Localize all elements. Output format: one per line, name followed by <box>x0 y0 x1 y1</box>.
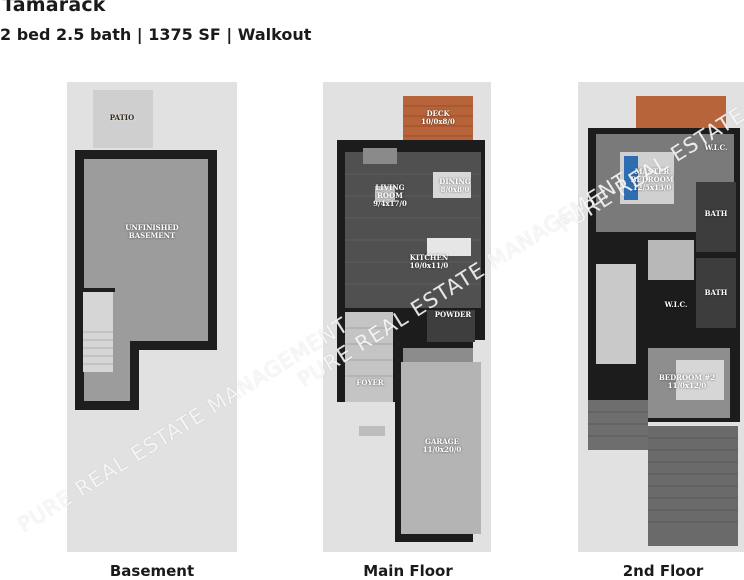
plan-subtitle: 2 bed 2.5 bath | 1375 SF | Walkout <box>0 25 312 44</box>
floor-label-second: 2nd Floor <box>622 562 704 580</box>
second-stair <box>596 264 636 364</box>
room-label-patio: PATIO <box>109 113 135 122</box>
room-label-foyer: FOYER <box>356 378 384 387</box>
front-step <box>359 426 385 436</box>
room-label-bedroom-2: BEDROOM #2 11/0x12/0 <box>658 373 716 390</box>
roof-left <box>588 400 648 450</box>
bath-bottom <box>696 258 736 328</box>
room-label-unfinished-basement: UNFINISHED BASEMENT <box>125 223 179 240</box>
powder-room <box>427 310 475 342</box>
bath-top <box>696 182 736 252</box>
room-label-master-bedroom: MASTER BEDROOM 12/5x13/0 <box>630 167 674 192</box>
dining-table <box>433 172 471 198</box>
main-floor-drawing <box>337 96 485 542</box>
sofa <box>363 148 397 164</box>
second-floor-drawing <box>588 96 740 546</box>
main-floor-plan: DECK 10/0x8/0 DINING 8/0x8/0 LIVING ROOM… <box>323 82 491 552</box>
unfinished-basement-floor <box>84 159 208 401</box>
wic-mid-floor <box>648 240 694 280</box>
balcony-deck <box>636 96 726 132</box>
bedroom2-bed <box>676 360 724 400</box>
room-label-dining: DINING 8/0x8/0 <box>439 177 471 194</box>
coffee-table <box>375 186 395 202</box>
floor-label-basement: Basement <box>109 562 195 580</box>
room-label-bath-top: BATH <box>704 209 728 218</box>
basement-plan-drawing <box>75 90 217 410</box>
room-label-garage: GARAGE 11/0x20/0 <box>422 437 462 454</box>
kitchen-island <box>427 238 471 256</box>
room-label-powder: POWDER <box>434 310 472 319</box>
room-label-living-room: LIVING ROOM 9/4x17/0 <box>373 183 407 208</box>
patio-slab <box>93 90 153 148</box>
room-label-kitchen: KITCHEN 10/0x11/0 <box>409 253 449 270</box>
master-bed-accent <box>624 156 638 200</box>
room-label-wic-mid: W.I.C. <box>664 300 688 309</box>
room-label-wic-top: W.I.C. <box>704 143 728 152</box>
stair <box>345 312 393 402</box>
room-label-deck: DECK 10/0x8/0 <box>421 109 455 126</box>
floor-label-main: Main Floor <box>363 562 453 580</box>
room-label-bath-bottom: BATH <box>704 288 728 297</box>
second-floor-plan: W.I.C. MASTER BEDROOM 12/5x13/0 BATH BAT… <box>578 82 744 552</box>
basement-plan: PATIO UNFINISHED BASEMENT <box>67 82 237 552</box>
plan-title: Tamarack <box>2 0 106 16</box>
garage-floor <box>401 362 481 534</box>
